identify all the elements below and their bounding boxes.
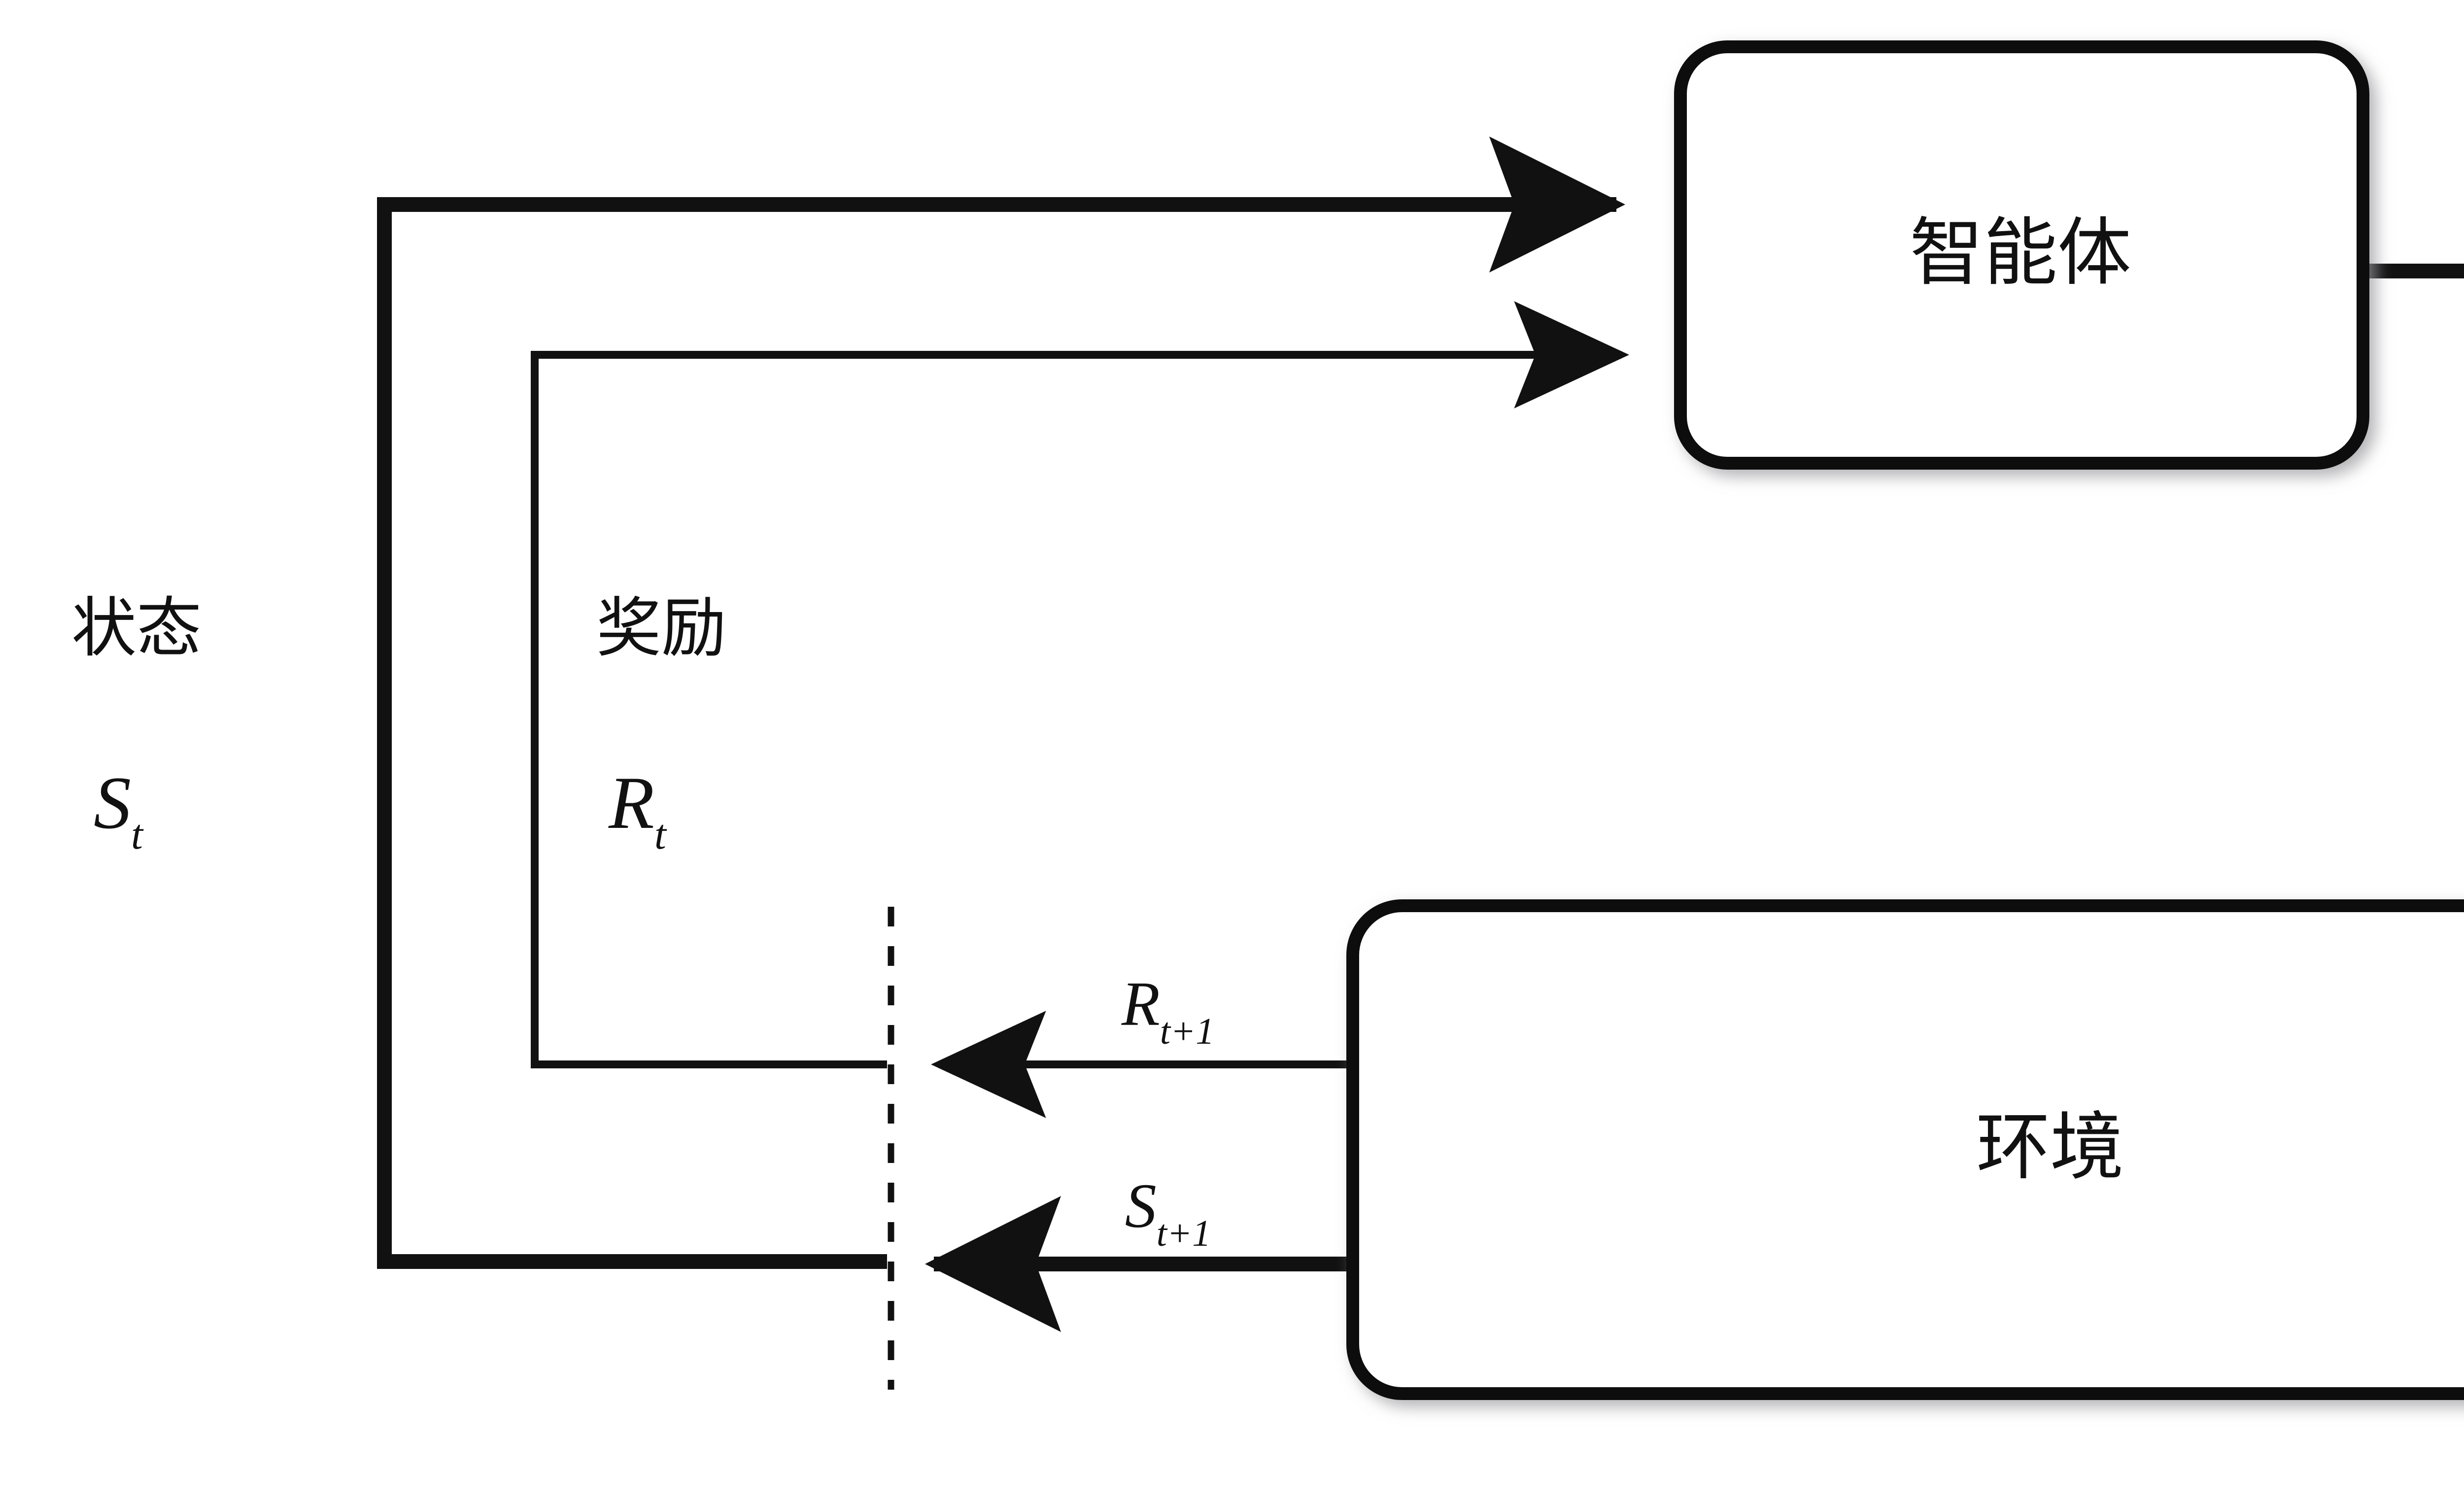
clipped-caption: ………………………………………………………………… — [59, 1480, 1685, 1503]
reward-symbol: Rt — [608, 761, 667, 858]
state-loop-line — [377, 137, 1625, 1269]
state-symbol-base: S — [94, 761, 131, 844]
state-label-cn: 状态 — [71, 592, 202, 665]
reward-loop-line — [531, 301, 1629, 1068]
reward-label-cn: 奖励 — [596, 592, 726, 665]
environment-label: 环境 — [1976, 1107, 2124, 1189]
environment-box[interactable] — [1346, 899, 2464, 1400]
agent-label: 智能体 — [1910, 212, 2131, 294]
agent-box[interactable] — [1674, 40, 2369, 470]
state-symbol: St — [94, 761, 144, 858]
reward-feedback-path — [531, 301, 1629, 1068]
env-output-arrows — [925, 1011, 1353, 1332]
reward-label-group: 奖励 Rt — [596, 592, 726, 858]
agent-node[interactable]: 智能体 — [1674, 40, 2369, 470]
state-symbol-subscript: t — [131, 811, 144, 858]
next-state-label: St+1 — [1125, 1171, 1211, 1254]
next-reward-label: Rt+1 — [1121, 969, 1215, 1052]
reward-symbol-base: R — [608, 761, 654, 844]
state-label-group: 状态 St — [71, 592, 202, 858]
environment-node[interactable]: 环境 — [1346, 899, 2464, 1400]
next-state-symbol: S — [1125, 1171, 1157, 1241]
next-state-subscript: t+1 — [1157, 1213, 1211, 1254]
reward-symbol-subscript: t — [654, 811, 667, 858]
next-reward-symbol: R — [1121, 969, 1160, 1039]
state-feedback-path — [377, 137, 1625, 1269]
next-reward-subscript: t+1 — [1160, 1011, 1214, 1052]
